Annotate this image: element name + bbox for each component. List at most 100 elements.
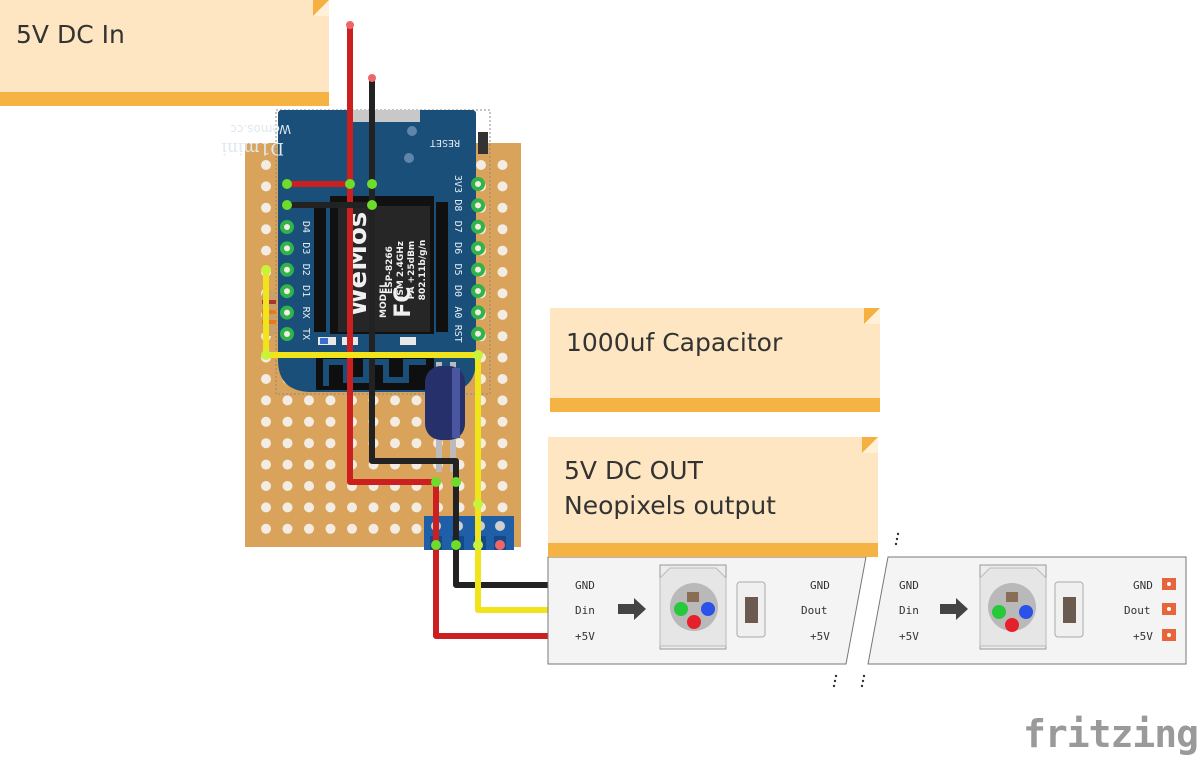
perfboard-hole — [390, 395, 400, 406]
perfboard-hole — [411, 416, 422, 427]
pin-hole — [475, 309, 481, 316]
pin-label: D6 — [452, 242, 463, 254]
perfboard-hole — [282, 416, 293, 427]
chip-spec-line: PA +25dBm — [407, 241, 417, 300]
pin-hole — [284, 309, 290, 316]
chip-fcc-text: FC — [391, 286, 416, 317]
perfboard-hole — [304, 438, 314, 449]
strip-b-left-5v: +5V — [899, 630, 919, 643]
perfboard-hole — [454, 438, 465, 449]
note-dc-out-line2: Neopixels output — [564, 491, 776, 520]
strip-a-right-gnd: GND — [810, 579, 830, 592]
perfboard-hole — [497, 416, 508, 427]
pin-label: 3V3 — [452, 175, 463, 193]
perfboard-hole — [282, 502, 293, 513]
pin-label: TX — [300, 328, 311, 340]
perfboard-hole — [476, 160, 486, 170]
pin-label: D0 — [452, 285, 463, 297]
strip-a-left-gnd: GND — [575, 579, 595, 592]
perfboard-hole — [497, 459, 508, 470]
perfboard-hole — [368, 523, 379, 534]
note-capacitor-text: 1000uf Capacitor — [566, 328, 783, 357]
d1-brand-text: Wemos.cc — [230, 122, 291, 136]
perfboard-hole — [261, 438, 271, 449]
fritzing-logo: fritzing — [1022, 712, 1199, 756]
perfboard-hole — [497, 481, 508, 491]
perfboard-hole — [261, 374, 271, 384]
led-strip-segment-b — [867, 556, 1187, 665]
perfboard-hole — [325, 416, 336, 427]
pin-label: D1 — [300, 285, 311, 297]
perfboard-hole — [325, 459, 336, 470]
perfboard-hole — [304, 416, 314, 427]
note-5v-dc-in-text: 5V DC In — [16, 20, 125, 49]
perfboard-hole — [497, 288, 508, 299]
pin-label: D8 — [452, 199, 463, 211]
perfboard-hole — [325, 395, 336, 406]
strip-a-left-din: Din — [575, 604, 595, 617]
chip-spec-line: 802.11b/g/n — [418, 240, 428, 301]
perfboard-hole — [282, 438, 293, 449]
pin-hole — [475, 223, 481, 230]
perfboard-hole — [282, 395, 293, 406]
perfboard-hole — [390, 416, 400, 427]
d1-model-text: D1mini — [221, 138, 284, 158]
perfboard-hole — [282, 459, 293, 470]
pin-label: D4 — [300, 221, 311, 233]
pin-label: RX — [300, 307, 311, 319]
perfboard-hole — [347, 523, 357, 534]
perfboard-hole — [497, 438, 508, 449]
perfboard-hole — [497, 395, 508, 406]
pin-hole — [284, 331, 290, 337]
pin-hole — [284, 266, 290, 273]
perfboard-hole — [261, 181, 271, 192]
perfboard-hole — [304, 459, 314, 470]
note-dc-out: 5V DC OUT Neopixels output — [548, 437, 878, 557]
perfboard-hole — [411, 438, 422, 449]
perfboard-hole — [304, 502, 314, 513]
strip-a-right-5v: +5V — [810, 630, 830, 643]
note-capacitor: 1000uf Capacitor — [550, 308, 880, 412]
perfboard-hole — [325, 481, 336, 491]
perfboard-hole — [304, 481, 314, 491]
perfboard-hole — [261, 416, 271, 427]
chip-spec-line: ISM 2.4GHz — [396, 241, 406, 299]
perfboard-hole — [347, 502, 357, 513]
perfboard-hole — [261, 395, 271, 406]
pin-label: D2 — [300, 264, 311, 276]
capacitor — [425, 362, 465, 472]
perfboard-hole — [411, 502, 422, 513]
pin-label: D3 — [300, 242, 311, 254]
pin-hole — [284, 288, 290, 295]
strip-b-left-gnd: GND — [899, 579, 919, 592]
led-strip-segment-a — [547, 556, 867, 665]
perfboard-hole — [497, 160, 508, 170]
pin-hole — [475, 266, 481, 273]
chip-model-text: MODEL — [379, 282, 389, 318]
pin-hole — [284, 245, 290, 252]
pin-hole — [475, 245, 481, 252]
perfboard-hole — [325, 438, 336, 449]
pin-hole — [475, 330, 481, 337]
perfboard-hole — [261, 160, 271, 170]
strip-dots — [832, 532, 900, 688]
perfboard-hole — [497, 331, 508, 342]
pin-label: D7 — [452, 221, 463, 233]
perfboard-hole — [497, 267, 508, 277]
perfboard-hole — [261, 502, 271, 513]
perfboard-hole — [261, 202, 271, 213]
perfboard-hole — [390, 438, 400, 449]
chip-spec-line: ESP-8266 — [385, 246, 395, 294]
perfboard-hole — [325, 502, 336, 513]
perfboard-hole — [325, 523, 336, 534]
note-5v-dc-in: 5V DC In — [0, 0, 329, 106]
perfboard-hole — [497, 374, 508, 384]
perfboard-hole — [411, 395, 422, 406]
pin-label: A0 — [452, 306, 463, 318]
strip-a-left-5v: +5V — [575, 630, 595, 643]
strip-b-right-dout: Dout — [1124, 604, 1151, 617]
perfboard-hole — [411, 523, 422, 534]
